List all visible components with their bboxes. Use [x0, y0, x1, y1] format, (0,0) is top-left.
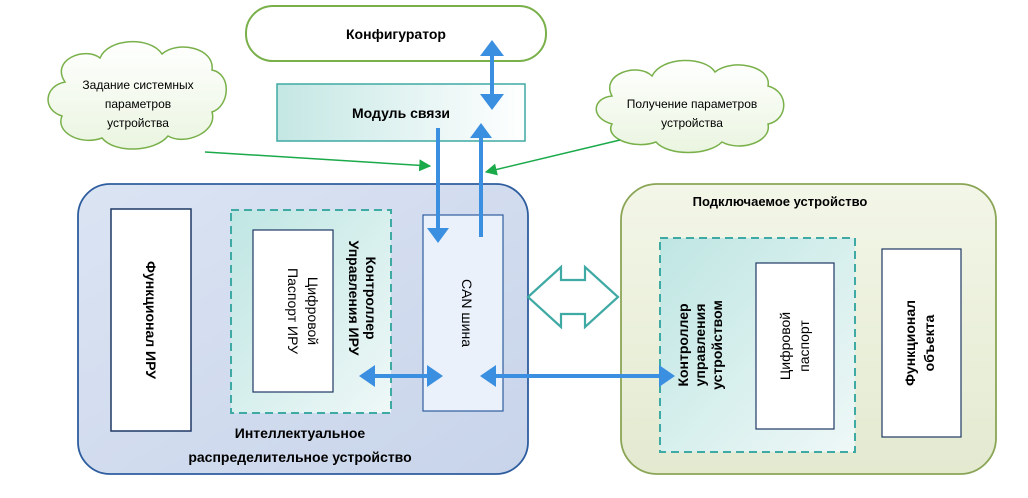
- iru-controller-line-1: Контроллер: [363, 256, 379, 339]
- iru-passport-line-2: Паспорт ИРУ: [285, 268, 301, 354]
- cloud-left-line-3: устройства: [107, 116, 169, 130]
- arrow-ctrl-can-shaft: [372, 374, 430, 378]
- device-controller-line-1: Контроллер: [675, 303, 691, 386]
- green-arrow-left: [204, 151, 432, 172]
- device-controller-line-3: устройством: [709, 300, 725, 390]
- cloud-left: Задание системных параметров устройства: [47, 41, 227, 150]
- arrow-config-module-head-top: [480, 40, 504, 56]
- configurator-label: Конфигуратор: [346, 26, 446, 42]
- cloud-right: Получение параметров устройства: [595, 59, 785, 154]
- cloud-right-line-2: устройства: [661, 116, 723, 130]
- arrow-ctrl-can-head-right: [427, 365, 443, 387]
- iru-passport-line-1: Цифровой: [305, 277, 321, 345]
- arrow-module-can-head: [427, 228, 449, 243]
- configurator-box: [245, 5, 547, 62]
- device-title: Подключаемое устройство: [693, 194, 868, 209]
- can-bus-label: CAN шина: [459, 279, 475, 347]
- arrow-can-device-head-left: [480, 365, 496, 387]
- arrow-config-module-shaft: [490, 52, 494, 98]
- iru-functional-label: Функционал ИРУ: [143, 261, 159, 379]
- arrow-can-device-shaft: [492, 374, 662, 378]
- iru-controller-line-2: Управления ИРУ: [346, 241, 362, 356]
- arrow-ctrl-can-head-left: [359, 365, 375, 387]
- object-functional-line-1: Функционал: [902, 300, 918, 386]
- arrow-can-module-head: [470, 123, 492, 138]
- device-passport-box: [755, 262, 835, 430]
- device-passport-line-2: паспорт: [796, 320, 812, 372]
- device-passport-line-1: Цифровой: [777, 312, 793, 380]
- iru-functional-box: [110, 208, 192, 432]
- iru-caption-line-1: Интеллектуальное: [235, 425, 366, 441]
- device-controller-line-2: управления: [692, 304, 708, 387]
- iru-caption-line-2: распределительное устройство: [188, 449, 411, 465]
- arrow-config-module-head-bottom: [480, 94, 504, 110]
- arrow-can-device-head-right: [659, 365, 675, 387]
- cloud-left-line-2: параметров: [105, 97, 171, 111]
- object-functional-box: [881, 248, 962, 438]
- object-functional-line-2: объекта: [921, 314, 937, 371]
- link-double-arrow: [526, 264, 620, 330]
- blue-arrows: [359, 40, 675, 387]
- arrow-can-module-shaft: [479, 137, 483, 237]
- iru-passport-box: [252, 229, 334, 393]
- arrow-module-can-shaft: [436, 128, 440, 230]
- cloud-right-line-1: Получение параметров: [627, 97, 758, 111]
- cloud-left-line-1: Задание системных: [82, 78, 193, 92]
- green-arrow-right: [484, 139, 621, 176]
- comm-module-label: Модуль связи: [352, 105, 450, 121]
